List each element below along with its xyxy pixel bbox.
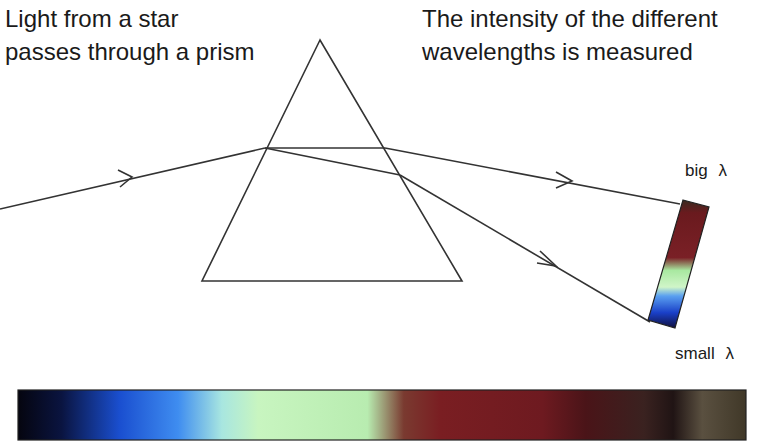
spectrum-bar — [18, 390, 746, 440]
prism — [202, 40, 462, 281]
light-ray — [265, 148, 400, 175]
light-ray — [265, 147, 385, 149]
arrow-head — [118, 170, 132, 187]
arrow-head — [537, 251, 556, 266]
light-ray — [385, 148, 680, 204]
light-ray — [0, 148, 265, 209]
label: big λ — [685, 160, 755, 182]
light-ray — [400, 175, 650, 322]
label: Light from a star passes through a prism — [5, 2, 260, 68]
measured-spectrum — [648, 200, 709, 328]
label: The intensity of the different wavelengt… — [422, 2, 754, 68]
arrow-head — [556, 172, 572, 188]
label: small λ — [675, 343, 755, 365]
